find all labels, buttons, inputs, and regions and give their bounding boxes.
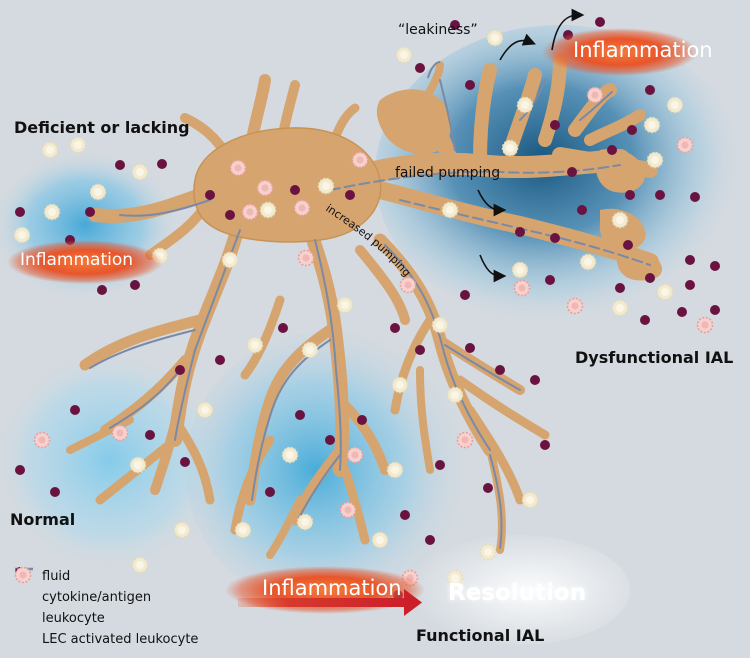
legend-label: leukocyte — [42, 611, 105, 626]
deficient-label: Deficient or lacking — [14, 118, 190, 137]
dysfunctional-label: Dysfunctional IAL — [575, 348, 734, 367]
legend-item-activated-leukocyte: LEC activated leukocyte — [14, 566, 199, 650]
cytokine-dot-icon — [14, 567, 36, 606]
normal-edema-cloud — [0, 350, 225, 570]
legend-label: cytokine/antigen — [42, 590, 152, 605]
legend-item-leukocyte: leukocyte — [14, 566, 198, 629]
resolution-label: Resolution — [448, 580, 587, 606]
normal-label: Normal — [10, 510, 76, 529]
resolution-arrow — [238, 589, 422, 616]
inflammation-label-left: Inflammation — [20, 250, 134, 270]
legend-item-fluid: fluid — [14, 566, 198, 587]
inflammation-blob-right — [542, 28, 698, 76]
cytokine-dots — [15, 17, 720, 600]
legend-item-cytokine: cytokine/antigen — [14, 567, 198, 608]
functional-label: Functional IAL — [416, 626, 545, 645]
inflammation-label-bottom: Inflammation — [262, 576, 402, 600]
legend: fluid cytokine/antigen leukocyte LEC act… — [14, 566, 198, 650]
leakiness-label: “leakiness” — [398, 22, 478, 38]
inflammation-label-right: Inflammation — [573, 38, 713, 62]
leukocyte-icon — [14, 566, 36, 627]
pumping-arrows — [477, 8, 585, 283]
leakiness-arrow — [427, 61, 441, 79]
legend-label: LEC activated leukocyte — [42, 632, 199, 647]
legend-label: fluid — [42, 569, 71, 584]
activated-leukocyte-icon — [14, 566, 36, 648]
lymphatic-collecting-body — [193, 89, 663, 281]
inflammation-blob-left — [7, 240, 163, 284]
resolution-glow — [410, 535, 630, 645]
failed-pumping-label: failed pumping — [395, 165, 501, 181]
